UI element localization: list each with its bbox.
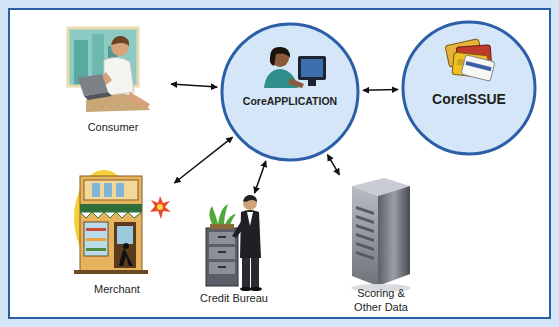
drawing-path: [232, 220, 245, 238]
server-illustration: [351, 178, 411, 292]
agent-illustration: [264, 47, 326, 88]
drawing-polygon: [150, 196, 171, 219]
drawing-path: [352, 186, 378, 286]
connector-arrow: [174, 137, 232, 183]
drawing-rect: [209, 247, 235, 259]
drawing-rect: [308, 80, 316, 86]
drawing-path: [288, 78, 304, 88]
drawing-path: [356, 242, 374, 251]
drawing-path: [126, 92, 150, 110]
actor-label: Merchant: [94, 282, 140, 296]
actor-label: Scoring & Other Data: [345, 286, 417, 315]
connector-arrow: [327, 155, 339, 175]
drawing-path: [243, 195, 257, 202]
drawing-rect: [461, 55, 495, 82]
connector-arrow: [363, 89, 398, 91]
drawing-circle: [222, 24, 358, 160]
drawing-path: [240, 210, 261, 258]
connector-arrow: [171, 84, 217, 87]
drawing-rect: [84, 180, 138, 200]
drawing-ellipse: [250, 287, 262, 291]
drawing-path: [356, 233, 374, 242]
circle-outline: [220, 22, 360, 162]
actor-label: Consumer: [88, 120, 139, 134]
drawing-rect: [116, 183, 124, 197]
connector-arrow: [255, 161, 266, 193]
drawing-rect: [80, 176, 142, 272]
server-slots: [356, 206, 374, 260]
drawing-rect: [86, 238, 106, 241]
actor-node: Scoring & Other Data: [341, 172, 421, 317]
system-name: CoreISSUE: [432, 90, 506, 108]
drawing-path: [78, 74, 108, 96]
consumer-illustration: [68, 28, 150, 112]
drawing-rect: [92, 183, 100, 197]
system-name: CoreAPPLICATION: [243, 95, 337, 109]
actor-node: Consumer: [58, 24, 168, 136]
drawing-rect: [210, 224, 234, 229]
drawing-rect: [209, 262, 235, 274]
drawing-circle: [157, 204, 163, 210]
drawing-circle: [403, 22, 535, 154]
drawing-path: [378, 186, 410, 286]
cards-illustration: [445, 39, 495, 82]
circle-outline: [401, 20, 537, 156]
drawing-rect: [242, 258, 250, 288]
system-circle: CoreISSUE: [401, 20, 537, 156]
drawing-path: [247, 212, 253, 226]
drawing-rect: [251, 258, 259, 288]
credit-bureau-illustration: [206, 195, 262, 291]
drawing-path: [356, 224, 374, 233]
drawing-path: [270, 47, 290, 66]
drawing-rect: [86, 248, 106, 251]
drawing-rect: [298, 56, 326, 80]
drawing-rect: [218, 251, 226, 253]
system-circle: CoreAPPLICATION: [220, 22, 360, 162]
drawing-rect: [117, 226, 133, 244]
actor-node: Merchant: [62, 158, 172, 298]
merchant-illustration: [74, 170, 171, 274]
drawing-rect: [209, 232, 235, 244]
drawing-rect: [80, 204, 142, 212]
drawing-rect: [114, 222, 136, 268]
drawing-rect: [465, 61, 491, 71]
drawing-rect: [84, 222, 108, 256]
drawing-rect: [301, 59, 323, 77]
drawing-path: [119, 248, 133, 266]
drawing-rect: [104, 183, 112, 197]
drawing-rect: [206, 228, 238, 286]
drawing-rect: [218, 266, 226, 268]
drawing-path: [80, 212, 142, 218]
drawing-path: [111, 36, 129, 46]
drawing-path: [356, 206, 374, 215]
drawing-path: [356, 251, 374, 260]
actor-label: Credit Bureau: [200, 291, 268, 305]
drawing-rect: [218, 236, 226, 238]
drawing-path: [356, 215, 374, 224]
drawing-circle: [123, 243, 129, 249]
drawing-path: [209, 204, 236, 228]
drawing-rect: [74, 270, 148, 274]
drawing-path: [84, 92, 112, 100]
drawing-rect: [86, 228, 106, 231]
actor-node: Credit Bureau: [186, 196, 282, 307]
